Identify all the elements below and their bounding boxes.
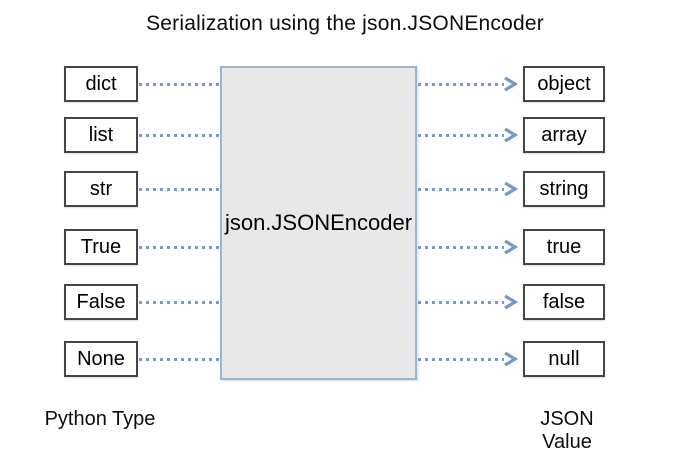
- json-value-label: false: [542, 290, 586, 313]
- dotted-connector-line: [139, 301, 220, 304]
- arrow-right-icon: [504, 351, 518, 367]
- json-value-box: false: [523, 284, 605, 320]
- python-type-label: False: [76, 290, 126, 313]
- dotted-connector-line: [418, 246, 504, 249]
- python-type-box: dict: [64, 66, 138, 102]
- python-type-box: True: [64, 229, 138, 265]
- json-value-label: object: [537, 72, 591, 95]
- arrow-right-icon: [504, 76, 518, 92]
- dotted-connector-line: [418, 301, 504, 304]
- dotted-connector-line: [139, 188, 220, 191]
- arrow-right-icon: [504, 181, 518, 197]
- dotted-connector-line: [139, 246, 220, 249]
- python-type-box: None: [64, 341, 138, 377]
- python-type-box: list: [64, 117, 138, 153]
- python-type-column-label: Python Type: [44, 408, 156, 430]
- json-value-label: string: [539, 177, 589, 200]
- json-value-label: array: [541, 123, 587, 146]
- dotted-connector-line: [418, 358, 504, 361]
- json-value-label: true: [546, 235, 582, 258]
- json-value-box: object: [523, 66, 605, 102]
- dotted-connector-line: [139, 83, 220, 86]
- json-value-box: true: [523, 229, 605, 265]
- python-type-label: True: [80, 235, 122, 258]
- dotted-connector-line: [139, 358, 220, 361]
- arrow-right-icon: [504, 294, 518, 310]
- dotted-connector-line: [418, 83, 504, 86]
- json-value-label: null: [548, 347, 580, 370]
- json-encoder-box: json.JSONEncoder: [220, 66, 417, 380]
- python-type-box: False: [64, 284, 138, 320]
- json-value-box: array: [523, 117, 605, 153]
- python-type-label: list: [88, 123, 114, 146]
- arrow-right-icon: [504, 239, 518, 255]
- arrow-right-icon: [504, 127, 518, 143]
- json-value-box: string: [523, 171, 605, 207]
- dotted-connector-line: [139, 134, 220, 137]
- diagram-title: Serialization using the json.JSONEncoder: [146, 12, 544, 35]
- python-type-box: str: [64, 171, 138, 207]
- python-type-label: dict: [85, 72, 117, 95]
- json-encoder-label: json.JSONEncoder: [224, 210, 413, 235]
- json-value-column-label: JSON Value: [540, 408, 594, 453]
- json-value-box: null: [523, 341, 605, 377]
- python-type-label: str: [89, 177, 113, 200]
- python-type-label: None: [77, 347, 125, 370]
- dotted-connector-line: [418, 188, 504, 191]
- dotted-connector-line: [418, 134, 504, 137]
